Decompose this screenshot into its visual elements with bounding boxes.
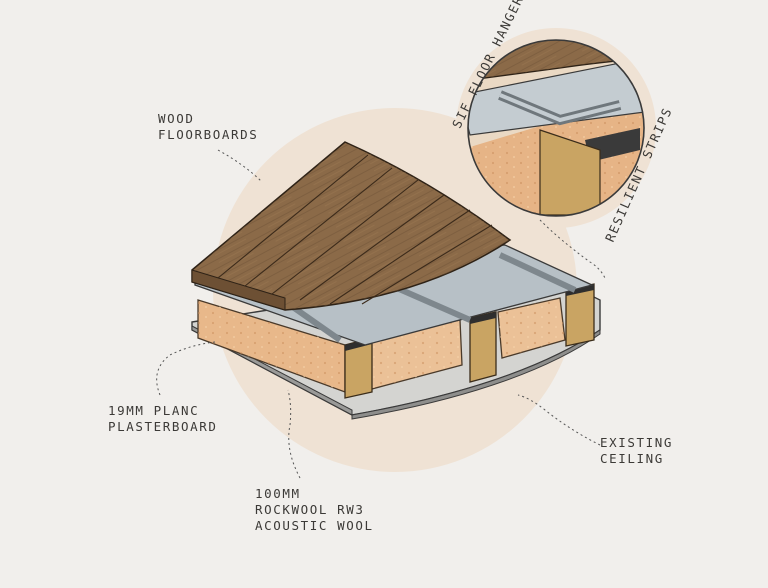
label-rockwool-line-3: ACOUSTIC WOOL <box>255 518 374 533</box>
joists <box>344 283 595 399</box>
label-plasterboard: 19MM PLANC PLASTERBOARD <box>108 403 218 435</box>
label-rockwool-line-2: ROCKWOOL RW3 <box>255 502 365 517</box>
floorboards <box>191 141 512 311</box>
label-ceiling-line-1: EXISTING <box>600 435 674 450</box>
label-ceiling-line-2: CEILING <box>600 451 664 466</box>
label-rockwool: 100MM ROCKWOOL RW3 ACOUSTIC WOOL <box>255 486 374 534</box>
label-wood-line-2: FLOORBOARDS <box>158 127 259 142</box>
label-rockwool-line-1: 100MM <box>255 486 301 501</box>
inset-ring <box>467 39 645 217</box>
leader-lines <box>156 149 606 479</box>
label-existing-ceiling: EXISTING CEILING <box>600 435 673 467</box>
label-plasterboard-line-1: 19MM PLANC <box>108 403 200 418</box>
label-wood-floorboards: WOOD FLOORBOARDS <box>158 111 258 143</box>
label-plasterboard-line-2: PLASTERBOARD <box>108 419 218 434</box>
label-wood-line-1: WOOD <box>158 111 195 126</box>
